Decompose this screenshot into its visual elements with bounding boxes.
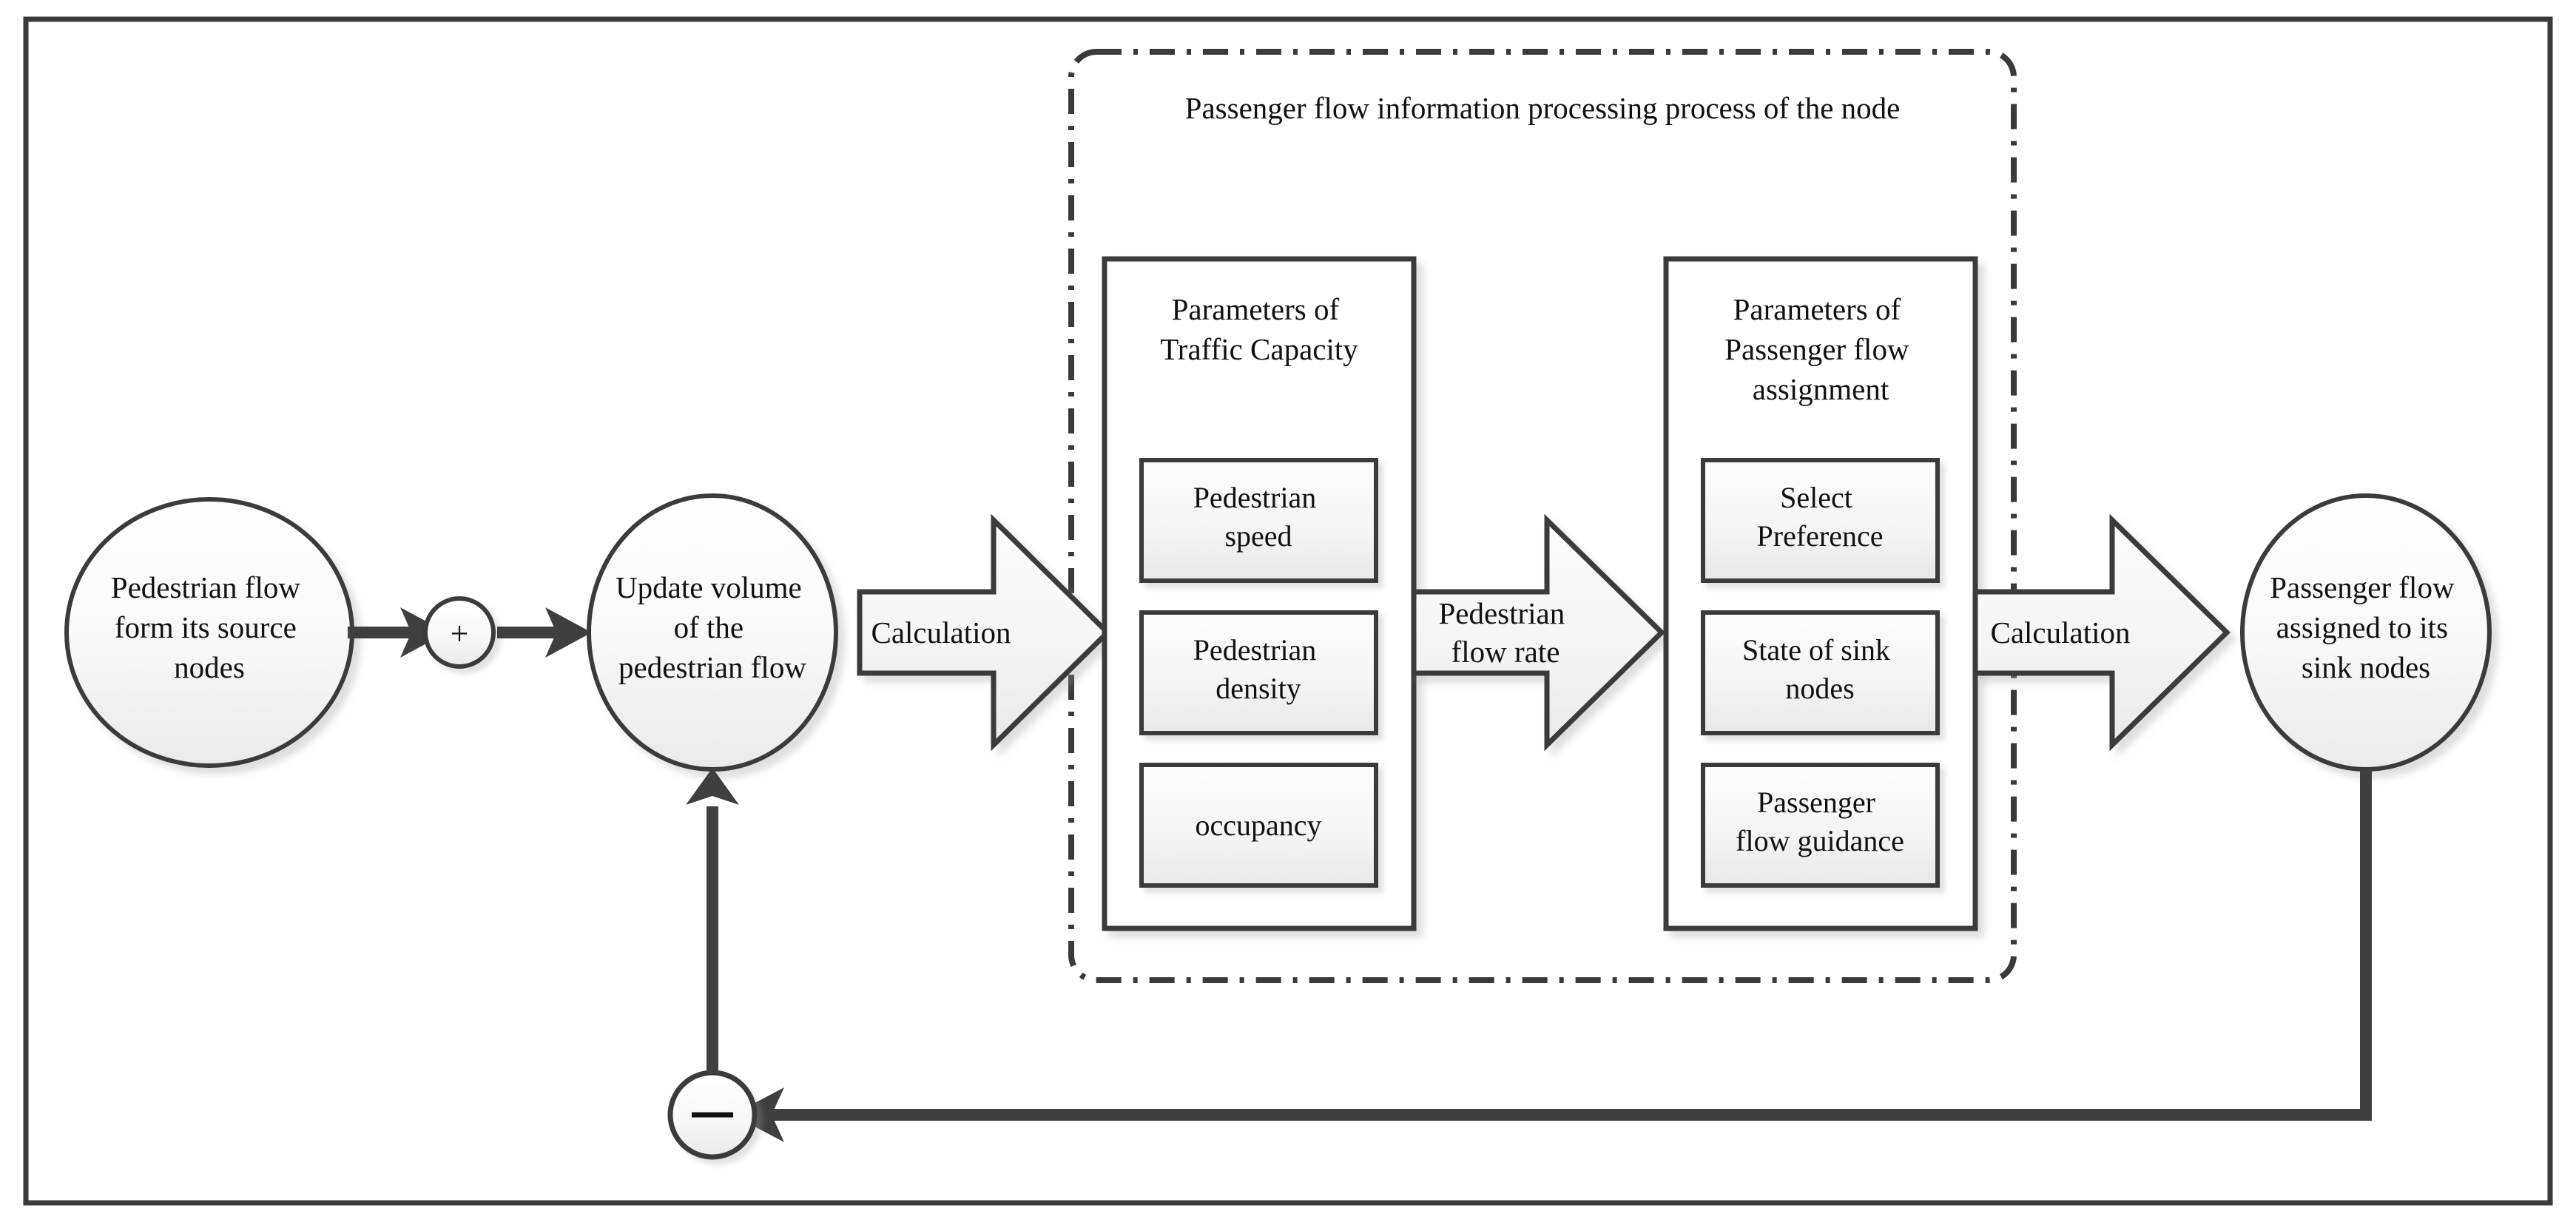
chip-pedestrian-speed-box — [1139, 458, 1378, 583]
group-container — [1068, 49, 2017, 983]
pedestrian-flow-rate-shape — [1411, 513, 1665, 752]
node-minus — [667, 1070, 758, 1160]
chip-state-of-sink-nodes: State of sink nodes — [1701, 610, 1940, 735]
sum-circle-shape — [423, 596, 496, 669]
chip-pedestrian-density-label: Pedestrian density — [1193, 633, 1324, 705]
chip-select-preference: Select Preference — [1701, 458, 1940, 583]
chip-passenger-flow-guidance: Passenger flow guidance — [1701, 763, 1940, 888]
calculation-1-label: Calculation — [871, 615, 1011, 650]
node-sink-label: Passenger flow assigned to its sink node… — [2270, 570, 2462, 684]
chip-pedestrian-density: Pedestrian density — [1139, 610, 1378, 735]
node-source: Pedestrian flow form its source nodes — [64, 497, 354, 768]
chip-select-preference-label: Select Preference — [1757, 481, 1884, 553]
calculation-2-shape — [1972, 513, 2231, 752]
chip-occupancy-label: occupancy — [1195, 809, 1321, 842]
arrowhead-left-1 — [732, 1087, 784, 1142]
chip-occupancy: occupancy — [1139, 763, 1378, 888]
panel-traffic-capacity-title: Parameters of Traffic Capacity — [1160, 292, 1358, 366]
block-arrow-pedestrian-flow-rate: Pedestrian flow rate — [1411, 513, 1665, 752]
node-update: Update volume of the pedestrian flow — [587, 493, 838, 772]
chip-select-preference-box — [1701, 458, 1940, 583]
arrowhead-right-2 — [545, 607, 592, 658]
chip-pedestrian-speed: Pedestrian speed — [1139, 458, 1378, 583]
chip-passenger-flow-guidance-label: Passenger flow guidance — [1736, 786, 1904, 857]
arrowhead-up-1 — [686, 768, 739, 805]
group-title: Passenger flow information processing pr… — [1185, 91, 1901, 125]
connector-minus-to-update — [686, 768, 739, 1073]
chip-pedestrian-speed-label: Pedestrian speed — [1193, 481, 1324, 553]
node-sum: + — [423, 596, 496, 669]
chip-occupancy-box — [1139, 763, 1378, 888]
node-sink: Passenger flow assigned to its sink node… — [2240, 493, 2492, 772]
node-update-label: Update volume of the pedestrian flow — [616, 570, 809, 684]
chip-passenger-flow-guidance-box — [1701, 763, 1940, 888]
chip-state-of-sink-nodes-box — [1701, 610, 1940, 735]
node-source-label: Pedestrian flow form its source nodes — [111, 570, 308, 684]
panel-passenger-flow-assignment: Parameters of Passenger flow assignment … — [1663, 256, 1978, 931]
sum-sign-label: + — [451, 615, 469, 652]
calculation-1-shape — [857, 513, 1111, 752]
connector-sum-to-update — [497, 607, 592, 658]
panel-passenger-flow-assignment-title: Parameters of Passenger flow assignment — [1724, 292, 1917, 406]
chip-pedestrian-density-box — [1139, 610, 1378, 735]
block-arrow-calculation-1: Calculation — [857, 513, 1111, 752]
block-arrow-calculation-2: Calculation — [1972, 513, 2231, 752]
chip-state-of-sink-nodes-label: State of sink nodes — [1742, 633, 1898, 705]
panel-traffic-capacity: Parameters of Traffic Capacity Pedestria… — [1102, 256, 1417, 931]
calculation-2-label: Calculation — [1990, 615, 2130, 650]
connector-sink-feedback-to-minus — [732, 769, 2372, 1142]
pedestrian-flow-rate-label: Pedestrian flow rate — [1438, 596, 1572, 669]
